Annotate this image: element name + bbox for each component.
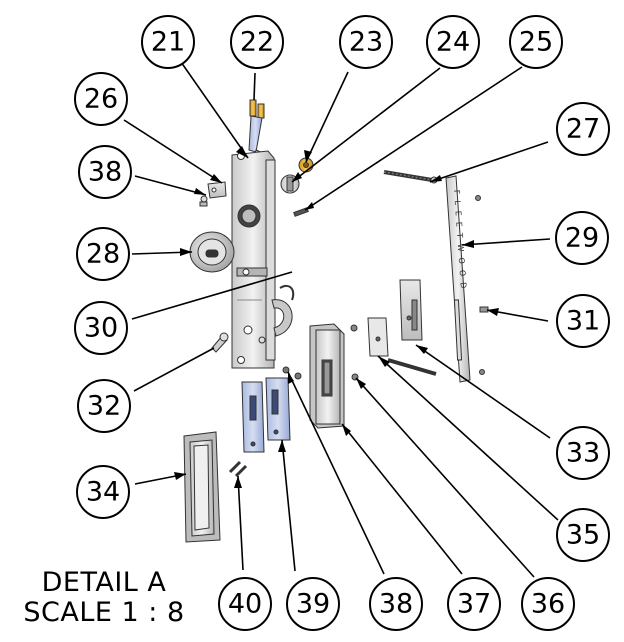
- part-34-flush-pull: [183, 431, 221, 543]
- leader-36: [355, 377, 535, 578]
- balloon-34-label: 34: [86, 477, 120, 508]
- balloon-25-label: 25: [519, 27, 553, 58]
- balloon-24-label: 24: [436, 27, 470, 58]
- balloon-30: 30: [74, 301, 128, 355]
- balloon-39-label: 39: [296, 589, 330, 620]
- balloon-28: 28: [76, 227, 130, 281]
- part-36-screw: [350, 324, 359, 381]
- leader-26: [123, 119, 223, 184]
- part-39-screws: [282, 366, 302, 380]
- leader-35: [377, 355, 559, 521]
- balloon-35: 35: [556, 508, 610, 562]
- leader-21: [180, 61, 249, 159]
- balloon-21-label: 21: [151, 27, 185, 58]
- balloon-32-label: 32: [87, 391, 121, 422]
- balloon-26-label: 26: [84, 84, 118, 115]
- leader-22: [253, 72, 256, 101]
- balloon-29: 29: [555, 211, 609, 265]
- balloon-40: 40: [218, 577, 272, 631]
- leader-39: [281, 439, 296, 572]
- leader-23: [305, 71, 349, 163]
- leader-27: [429, 141, 549, 183]
- balloon-29-label: 29: [565, 223, 599, 254]
- detail-label: DETAIL A: [41, 567, 167, 598]
- balloon-26: 26: [74, 72, 128, 126]
- balloon-32: 32: [77, 379, 131, 433]
- balloon-33: 33: [556, 426, 610, 480]
- balloon-35-label: 35: [566, 520, 600, 551]
- leader-32: [133, 347, 215, 392]
- balloon-23-label: 23: [349, 27, 383, 58]
- balloon-21: 21: [141, 15, 195, 69]
- balloon-36-label: 36: [531, 589, 565, 620]
- arrowheads: [174, 146, 499, 488]
- balloon-22: 22: [230, 15, 284, 69]
- balloon-31-label: 31: [566, 306, 600, 337]
- leader-24: [291, 67, 441, 183]
- balloons: 21 22 23 24 25 26 27 38: [74, 15, 610, 631]
- balloon-36: 36: [521, 577, 575, 631]
- balloon-39: 39: [286, 577, 340, 631]
- balloon-38-lower-label: 38: [379, 589, 413, 620]
- part-25-screw: [293, 207, 309, 217]
- balloon-34: 34: [76, 465, 130, 519]
- balloon-38-lower: 38: [369, 577, 423, 631]
- leader-37: [341, 423, 463, 575]
- part-40-screws: [228, 460, 248, 478]
- balloon-31: 31: [556, 294, 610, 348]
- scale-label: SCALE 1 : 8: [23, 597, 185, 628]
- part-26-bracket: [199, 181, 227, 207]
- part-30-hook-bolt: [271, 284, 295, 337]
- leader-25: [304, 66, 523, 211]
- balloon-25: 25: [509, 15, 563, 69]
- balloon-24: 24: [426, 15, 480, 69]
- balloon-37-label: 37: [457, 589, 491, 620]
- balloon-38-upper-label: 38: [88, 157, 122, 188]
- balloon-38-upper: 38: [78, 145, 132, 199]
- balloon-33-label: 33: [566, 438, 600, 469]
- part-32-pin: [211, 332, 229, 353]
- part-28-cylinder: [189, 231, 235, 273]
- balloon-40-label: 40: [228, 589, 262, 620]
- leader-40: [237, 475, 244, 571]
- leader-29: [461, 238, 551, 246]
- part-21-lock-body: [231, 150, 276, 369]
- leader-33: [415, 344, 551, 439]
- balloon-22-label: 22: [240, 27, 274, 58]
- part-37-strike-bracket: [309, 323, 345, 429]
- leader-38a: [134, 175, 207, 196]
- balloon-37: 37: [447, 577, 501, 631]
- balloon-27: 27: [556, 102, 610, 156]
- balloon-30-label: 30: [84, 313, 118, 344]
- balloon-27-label: 27: [566, 114, 600, 145]
- part-31-screw: [479, 306, 489, 313]
- balloon-28-label: 28: [86, 239, 120, 270]
- part-27-long-screw: [383, 170, 438, 184]
- leader-38b: [287, 371, 385, 575]
- part-29-faceplate: FLEETWOOD: [445, 175, 485, 383]
- detail-caption: DETAIL A SCALE 1 : 8: [14, 568, 194, 628]
- leader-lines: [123, 61, 559, 578]
- leader-30: [131, 271, 293, 320]
- parts-group: FLEETWOOD: [183, 99, 489, 543]
- part-33-strike-box: [399, 279, 423, 341]
- balloon-23: 23: [339, 15, 393, 69]
- part-blue-adjusters: [241, 377, 291, 453]
- part-35-plate: [367, 317, 437, 376]
